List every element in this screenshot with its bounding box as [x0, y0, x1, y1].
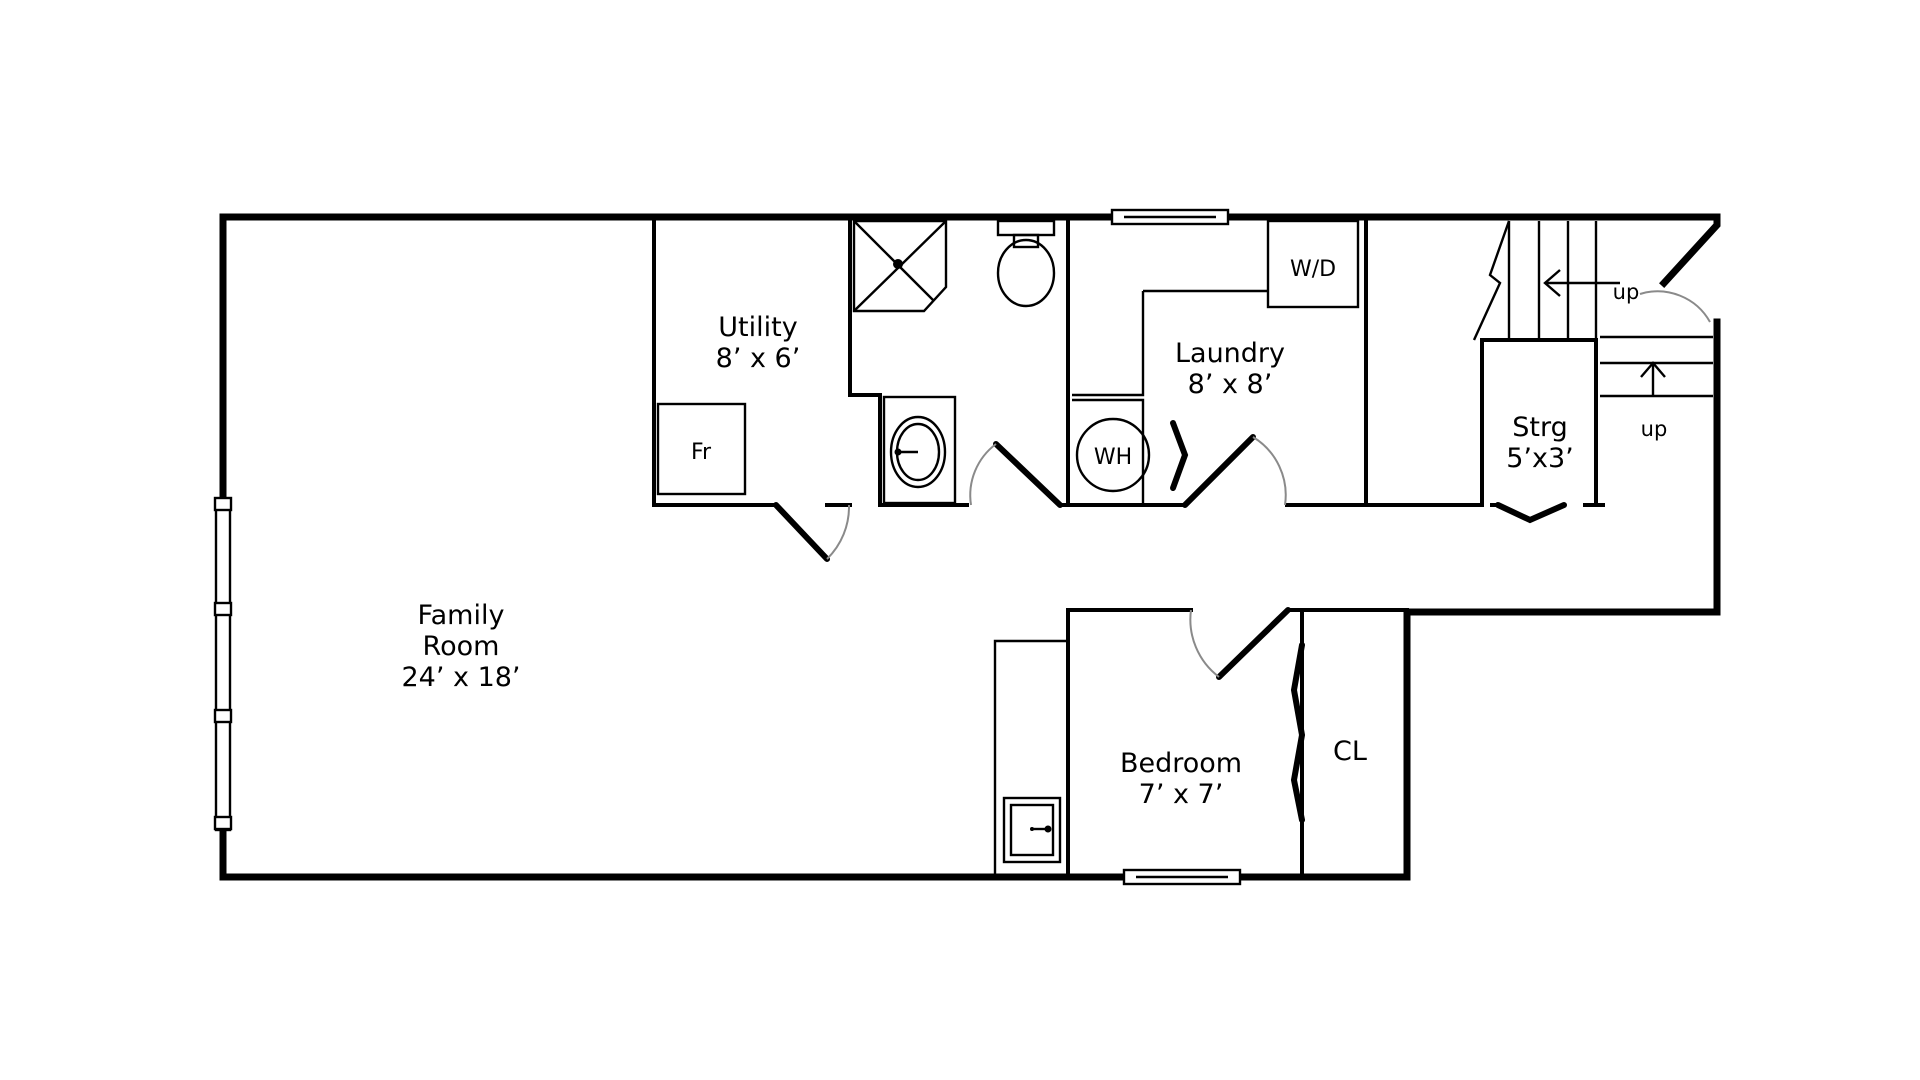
bedroom-dimensions: 7’ x 7’ — [1139, 779, 1224, 810]
family-room-dimensions: 24’ x 18’ — [401, 662, 520, 693]
water-heater-bifold-door[interactable] — [1170, 420, 1189, 491]
toilet — [996, 219, 1056, 308]
bedroom-door[interactable] — [1189, 607, 1291, 680]
furnace: Fr — [656, 402, 747, 496]
shower — [852, 219, 948, 313]
storage-name: Strg — [1512, 412, 1568, 443]
laundry-dimensions: 8’ x 8’ — [1188, 369, 1273, 400]
bottom-window — [1122, 868, 1242, 886]
bathroom-door[interactable] — [969, 441, 1063, 508]
bathroom-vanity-sink — [882, 395, 957, 505]
left-window — [213, 496, 233, 832]
utility-door[interactable] — [773, 502, 851, 562]
water-heater-label: WH — [1094, 445, 1132, 470]
upper-stairs — [1472, 220, 1620, 342]
closet-bifold-door[interactable] — [1290, 642, 1306, 823]
laundry-label: Laundry 8’ x 8’ — [1175, 338, 1285, 400]
utility-label: Utility 8’ x 6’ — [716, 312, 801, 374]
exterior-walls — [219, 213, 1721, 881]
family-room-label: Family Room 24’ x 18’ — [401, 600, 520, 693]
laundry-name: Laundry — [1175, 338, 1285, 369]
family-room-name-line2: Room — [423, 631, 500, 662]
storage-dimensions: 5’x3’ — [1506, 443, 1574, 474]
laundry-door[interactable] — [1182, 434, 1287, 508]
washer-dryer: W/D — [1266, 219, 1360, 309]
bar-counter — [993, 639, 1068, 877]
stairs-up-label-lower: up — [1641, 417, 1668, 441]
utility-name: Utility — [718, 312, 797, 343]
water-heater: WH — [1075, 417, 1151, 493]
closet-label: CL — [1333, 736, 1367, 767]
utility-dimensions: 8’ x 6’ — [716, 343, 801, 374]
water-heater-closet — [1072, 289, 1268, 505]
furnace-label: Fr — [691, 440, 712, 465]
bar-sink — [1002, 796, 1062, 864]
stairs-up-label-upper: up — [1613, 280, 1640, 304]
family-room-name-line1: Family — [418, 600, 505, 631]
bedroom-label: Bedroom 7’ x 7’ — [1120, 748, 1242, 810]
storage-label: Strg 5’x3’ — [1506, 412, 1574, 474]
bedroom-name: Bedroom — [1120, 748, 1242, 779]
lower-stairs — [1600, 335, 1713, 398]
storage-door[interactable] — [1495, 502, 1567, 524]
washer-dryer-label: W/D — [1290, 257, 1336, 282]
top-window — [1110, 208, 1230, 226]
entry-door[interactable] — [1639, 280, 1711, 323]
